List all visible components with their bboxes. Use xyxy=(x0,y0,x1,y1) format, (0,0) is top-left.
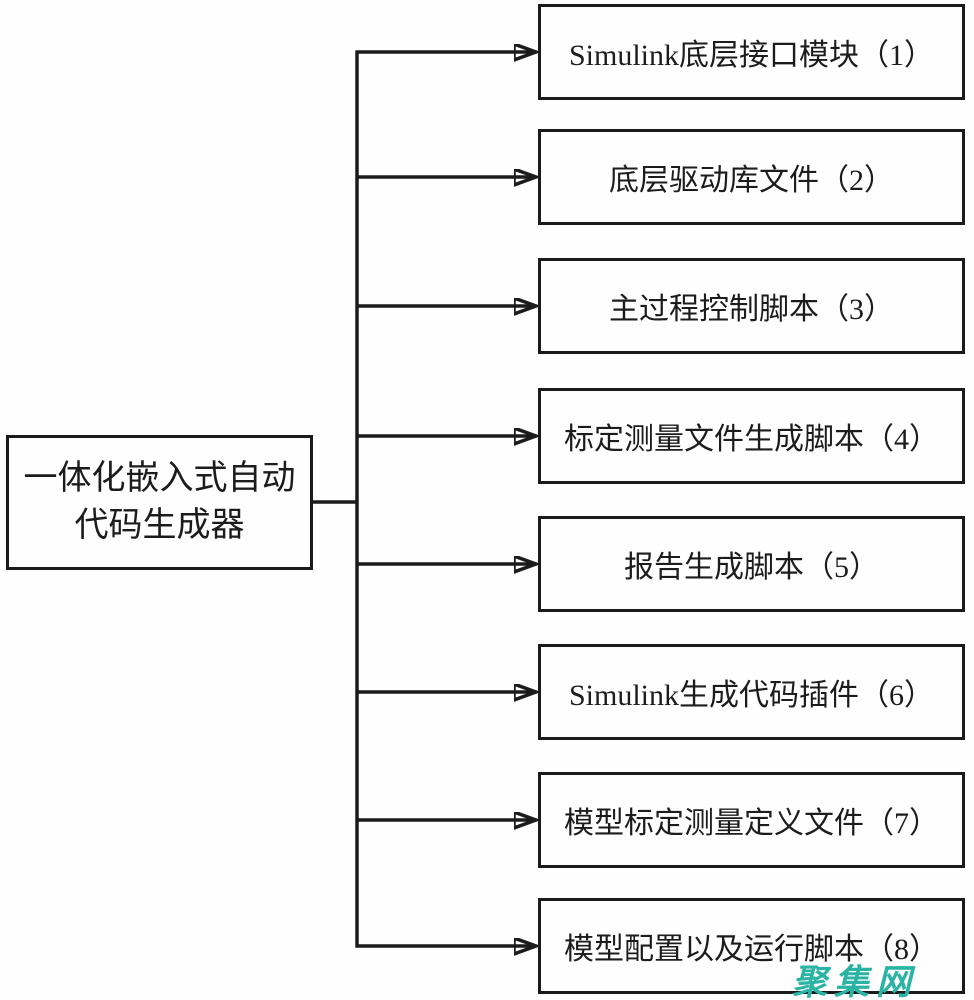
module-node-2: 底层驱动库文件（2） xyxy=(538,129,965,225)
root-node-label-line2: 代码生成器 xyxy=(74,506,245,544)
watermark-logo: 聚集网 xyxy=(792,963,919,1000)
module-node-4: 标定测量文件生成脚本（4） xyxy=(538,388,965,484)
root-node-label-line1: 一体化嵌入式自动 xyxy=(23,459,296,497)
root-node: 一体化嵌入式自动 代码生成器 xyxy=(6,435,313,570)
module-node-3: 主过程控制脚本（3） xyxy=(538,258,965,354)
module-label-8: 模型配置以及运行脚本（8） xyxy=(564,933,939,966)
module-node-7: 模型标定测量定义文件（7） xyxy=(538,772,965,868)
module-label-7: 模型标定测量定义文件（7） xyxy=(564,807,939,840)
module-label-5: 报告生成脚本（5） xyxy=(624,551,879,584)
module-label-1: Simulink底层接口模块（1） xyxy=(568,39,935,72)
module-label-4: 标定测量文件生成脚本（4） xyxy=(564,423,939,456)
module-label-6: Simulink生成代码插件（6） xyxy=(568,679,935,712)
module-node-6: Simulink生成代码插件（6） xyxy=(538,644,965,740)
module-node-5: 报告生成脚本（5） xyxy=(538,516,965,612)
module-node-8: 模型配置以及运行脚本（8） xyxy=(538,898,965,994)
module-label-3: 主过程控制脚本（3） xyxy=(609,293,894,326)
module-node-1: Simulink底层接口模块（1） xyxy=(538,4,965,100)
module-label-2: 底层驱动库文件（2） xyxy=(609,164,894,197)
